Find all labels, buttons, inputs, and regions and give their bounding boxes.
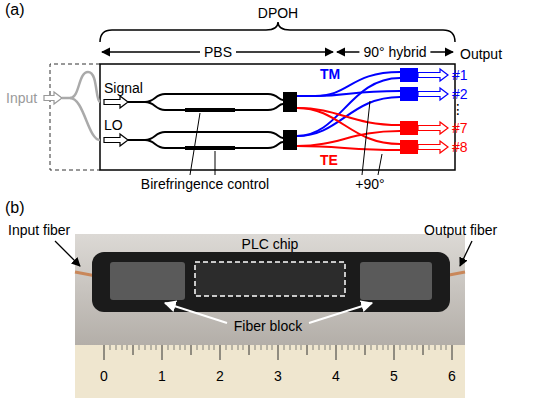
coupler-block [283,92,297,112]
polarization-label: TM [320,66,340,82]
callout-label: Output fiber [424,222,497,238]
tm-waveguides [297,72,400,136]
port-label: Input [6,90,37,106]
polarization-label: TE [320,152,338,168]
birefringence-section [185,110,235,148]
port-label: LO [104,117,123,133]
output-number: #8 [452,139,468,155]
callout-label: Input fiber [8,222,70,238]
waveguide [70,98,100,140]
signal-arrow [104,96,128,108]
output-arrow [418,141,448,153]
callout-label: +90° [355,176,384,192]
coupler-block [400,68,418,82]
device-name: DPOH [258,5,298,21]
ruler-number: 2 [216,368,224,384]
output-number: #2 [452,86,468,102]
waveguide [62,72,100,102]
callout-label: Fiber block [234,318,302,334]
section-name: 90° hybrid [359,44,430,60]
panel-label: (b) [5,200,25,216]
port-label: Signal [104,80,143,96]
pointer-arrow [309,303,372,323]
lo-arrow [104,134,128,146]
output-number: #7 [452,120,468,136]
coupler-block [400,140,418,154]
leader-line [190,101,382,175]
callout-label: Birefringence control [141,176,269,192]
coupler-block [400,121,418,135]
chip-outline [100,64,455,170]
te-waveguides [297,108,400,150]
output-arrow [418,69,448,81]
ruler-number: 3 [274,368,282,384]
ruler-number: 6 [448,368,456,384]
pointer-arrow [55,241,80,266]
panel-label: (a) [5,2,25,18]
coupler-block [283,130,297,150]
pbs-waveguides [128,94,283,148]
output-arrow [418,88,448,100]
output-arrow [418,122,448,134]
device-photo [75,234,465,398]
ruler-number: 5 [390,368,398,384]
dashed-outline [50,64,100,170]
ellipsis-mark: ⋮ [451,101,465,117]
brace [100,22,455,42]
ruler-number: 0 [100,368,108,384]
input-arrow [44,92,62,104]
ruler-number: 1 [158,368,166,384]
coupler-block [400,87,418,101]
pointer-arrow [460,241,472,266]
ruler-number: 4 [332,368,340,384]
pointer-arrow [165,303,227,323]
port-label: Output [460,46,502,62]
section-name: PBS [200,44,236,60]
output-number: #1 [452,67,468,83]
callout-label: PLC chip [242,236,299,252]
